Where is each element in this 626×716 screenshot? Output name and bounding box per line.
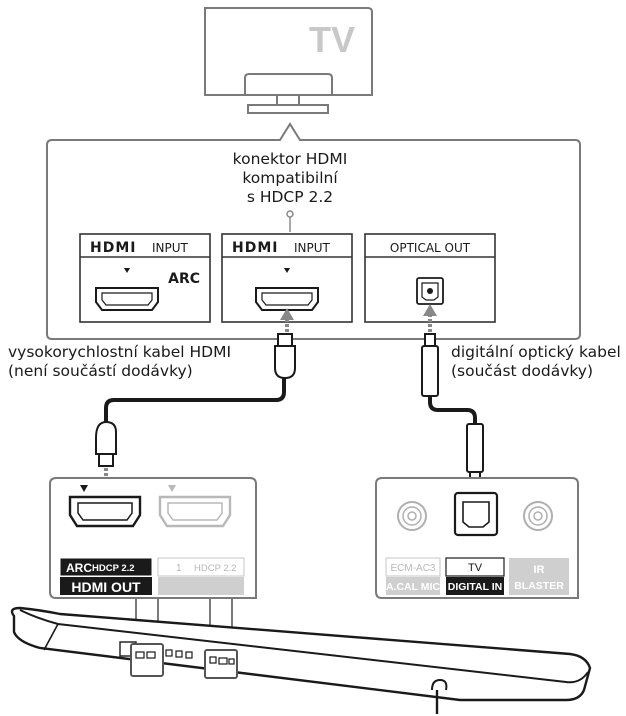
optical-cable-label-line2: (součást dodávky) bbox=[451, 362, 594, 380]
mic-jack-icon bbox=[397, 501, 427, 531]
digital-in-label: DIGITAL IN bbox=[448, 581, 502, 593]
soundbar-hdmi-panel: ARC HDCP 2.2 HDMI OUT 1 HDCP 2.2 bbox=[49, 477, 257, 599]
hdmi-out-label: HDMI OUT bbox=[71, 579, 141, 595]
hdcp-note: konektor HDMI kompatibilní s HDCP 2.2 bbox=[200, 150, 380, 207]
hdmi-socket-icon bbox=[255, 287, 319, 311]
tv-tag: TV bbox=[468, 562, 483, 574]
arc-label: ARC bbox=[168, 271, 200, 287]
hdcp-note-line1: konektor HDMI bbox=[232, 150, 348, 168]
hdmi-logo: HDMI bbox=[232, 240, 278, 256]
soundbar-jack-panel: ECM-AC3 A.CAL MIC TV DIGITAL IN IR BLAST… bbox=[375, 477, 579, 599]
port-label: INPUT bbox=[294, 241, 331, 255]
hdmi-cable-label: vysokorychlostní kabel HDMI (není součás… bbox=[8, 343, 231, 381]
hdmi-out-socket-icon bbox=[68, 495, 142, 528]
hdmi-logo: HDMI bbox=[90, 240, 136, 256]
soundbar-illustration bbox=[10, 606, 592, 714]
tv-port-hdmi-input: HDMI INPUT bbox=[221, 233, 353, 323]
arc-tag: ARC bbox=[66, 561, 92, 575]
hdcp-note-line3: s HDCP 2.2 bbox=[246, 188, 334, 206]
hdcp-note-line2: kompatibilní bbox=[242, 169, 338, 187]
hdmi-socket-icon bbox=[95, 287, 159, 311]
optical-cable-label-line1: digitální optický kabel bbox=[451, 343, 621, 361]
tv-port-hdmi-arc: HDMI INPUT ARC bbox=[79, 233, 211, 323]
port-label: INPUT bbox=[152, 241, 189, 255]
optical-cable-label: digitální optický kabel (součást dodávky… bbox=[451, 343, 621, 381]
ir-label: IR bbox=[534, 564, 545, 576]
hdmi-cable-label-line2: (není součástí dodávky) bbox=[8, 362, 193, 380]
hdcp-tag: HDCP 2.2 bbox=[92, 563, 135, 574]
tv-label: TV bbox=[309, 19, 355, 60]
port2-num-tag: 1 bbox=[176, 563, 182, 574]
port-label: OPTICAL OUT bbox=[390, 241, 471, 255]
ir-jack-icon bbox=[523, 501, 553, 531]
hdmi-in-socket-icon bbox=[158, 495, 232, 528]
optical-in-socket-icon bbox=[453, 491, 499, 537]
hdmi-cable-label-line1: vysokorychlostní kabel HDMI bbox=[8, 343, 232, 361]
port2-hdcp-tag: HDCP 2.2 bbox=[194, 563, 237, 574]
mic-model-tag: ECM-AC3 bbox=[390, 563, 435, 574]
mic-label: A.CAL MIC bbox=[386, 581, 440, 593]
blaster-label: BLASTER bbox=[514, 580, 564, 592]
tv-illustration: TV bbox=[204, 7, 373, 114]
